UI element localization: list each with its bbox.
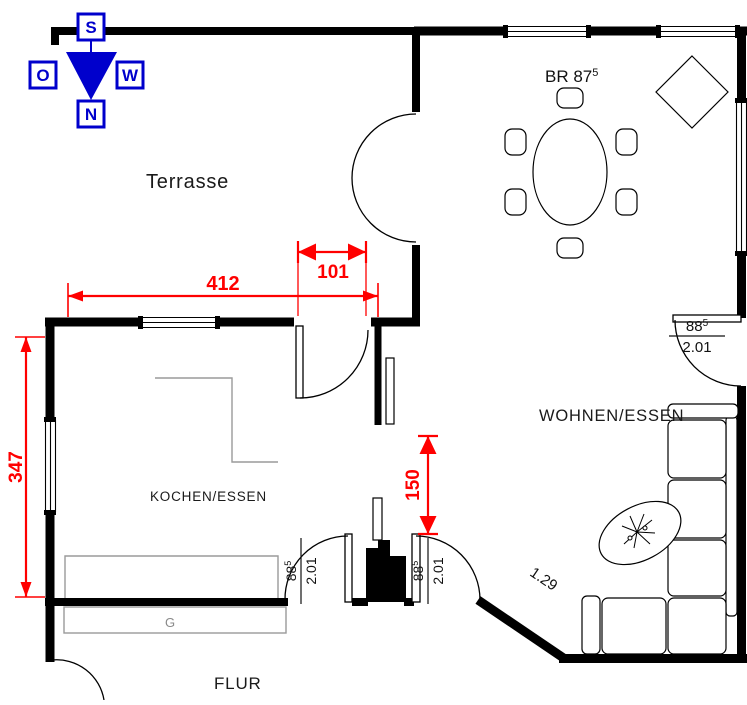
windows [44, 25, 747, 515]
dimension-terrace-width: 412 [67, 273, 379, 317]
dimension-label: 101 [317, 262, 349, 283]
dining-chair [615, 128, 638, 156]
door-arc-hall-bottom [51, 659, 105, 701]
svg-text:885: 885 [410, 561, 426, 582]
arrowhead [419, 436, 437, 454]
corner-diamond [655, 55, 729, 129]
compass-box-east [28, 60, 58, 90]
door-arc [284, 535, 349, 601]
svg-text:2.01: 2.01 [430, 557, 446, 584]
svg-text:2.01: 2.01 [303, 557, 319, 584]
room-label-terrace: Terrasse [146, 171, 229, 193]
dining-chair [615, 188, 638, 216]
room-label-hall: FLUR [214, 674, 262, 693]
plant-decoration [621, 513, 656, 549]
sofa-armrest [667, 403, 739, 419]
doors [51, 113, 742, 701]
door-arc [351, 113, 417, 179]
door-hall-kitchen [284, 533, 353, 603]
dining-chair [556, 87, 584, 109]
sofa [581, 403, 739, 655]
dimensions: 412 101 347 150 [6, 241, 438, 598]
window-north-1 [503, 25, 591, 38]
svg-text:1.29: 1.29 [527, 564, 561, 594]
room-label-living: WOHNEN/ESSEN [539, 407, 684, 425]
compass-rose: S O W N [28, 12, 145, 129]
kitchen-counters [63, 377, 287, 634]
compass-west-label: W [122, 66, 139, 85]
dimension-label: 150 [403, 469, 424, 501]
window-north-2 [656, 25, 740, 38]
arrowhead [348, 243, 366, 261]
chimney-block [366, 540, 406, 602]
compass-north-label: N [85, 105, 97, 124]
door-leaf [295, 325, 304, 399]
diagonal-dimension: 1.29 [527, 564, 561, 594]
arrowhead [20, 337, 32, 352]
sofa-back [725, 415, 738, 617]
compass-needle [66, 52, 117, 100]
door-leaf [344, 533, 353, 603]
door-arc [299, 329, 369, 399]
arrowhead [20, 582, 32, 597]
sofa-cushion [667, 539, 727, 597]
compass-south-label: S [85, 18, 96, 37]
dining-chair [504, 128, 527, 156]
french-door-terrace [351, 113, 417, 243]
walls [45, 26, 747, 663]
door-size-living: 885 2.01 [410, 538, 446, 604]
radiator [385, 357, 395, 425]
door-leaf [411, 533, 421, 603]
dimension-side-depth: 347 [6, 336, 45, 598]
radiator [372, 497, 383, 541]
svg-text:885: 885 [686, 318, 709, 335]
compass-east-label: O [36, 66, 49, 85]
arrowhead [68, 290, 83, 302]
counter-south [64, 555, 279, 598]
svg-text:885: 885 [283, 561, 299, 582]
dining-table-group [504, 87, 638, 259]
room-label-kitchen: KOCHEN/ESSEN [150, 489, 267, 504]
wall-chamfer [475, 596, 568, 663]
wardrobe-outline [63, 606, 287, 634]
wardrobe-label: G [165, 615, 175, 630]
dimension-label: 412 [206, 273, 239, 295]
sill-height-label: BR 875 [545, 67, 598, 86]
window-east [735, 98, 747, 256]
compass-box-west [115, 60, 145, 90]
door-size-kitchen: 885 2.01 [283, 538, 319, 604]
furniture [372, 55, 739, 655]
dimension-terrace-door: 101 [296, 241, 368, 316]
dimension-label: 347 [6, 451, 27, 483]
door-east [672, 314, 742, 387]
sofa-cushion [601, 597, 667, 655]
coffee-table [598, 500, 682, 566]
dining-chair [504, 188, 527, 216]
room-labels: Terrasse KOCHEN/ESSEN WOHNEN/ESSEN FLUR … [146, 171, 684, 693]
door-terrace-kitchen [295, 325, 369, 399]
door-size-east: 885 2.01 [669, 318, 725, 356]
compass-box-north [76, 99, 106, 129]
sofa-armrest [581, 595, 601, 655]
arrowhead [298, 243, 316, 261]
door-arc [415, 535, 481, 601]
dining-table [532, 118, 608, 226]
door-arc [674, 319, 742, 387]
sofa-cushion [667, 419, 727, 479]
arrowhead [363, 290, 378, 302]
door-leaf [672, 314, 742, 323]
sofa-cushion [667, 597, 727, 655]
arrowhead [419, 516, 437, 534]
dining-chair [556, 237, 584, 259]
svg-text:2.01: 2.01 [682, 339, 711, 356]
window-terrace-south [138, 316, 220, 329]
dimension-passage: 150 [403, 434, 438, 536]
door-hall-living [411, 533, 481, 603]
window-west [44, 417, 57, 515]
compass-box-south [76, 12, 106, 42]
door-arc [351, 177, 417, 243]
counter-island [155, 377, 278, 463]
